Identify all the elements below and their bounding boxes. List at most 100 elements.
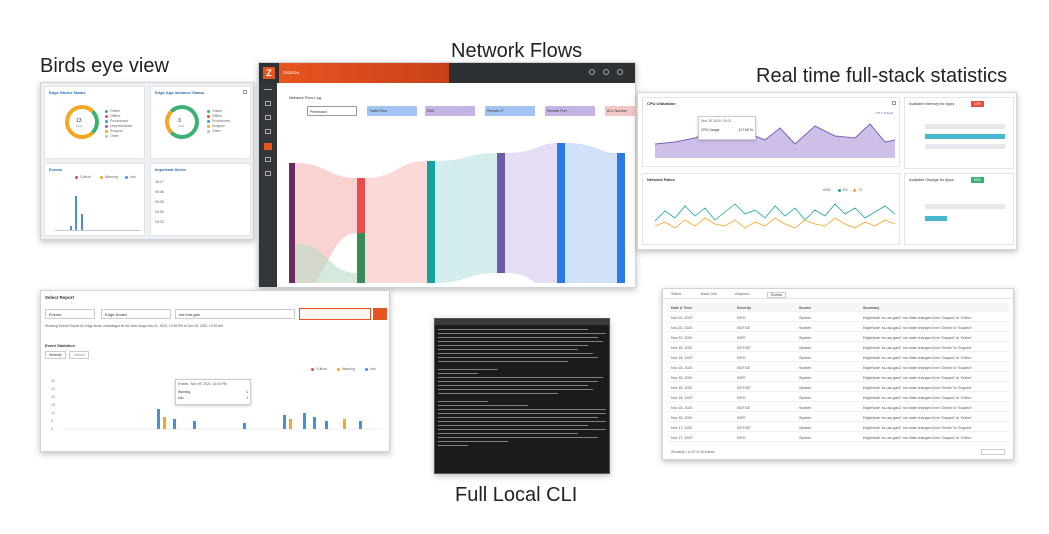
chip-permission[interactable]: Permission	[307, 106, 357, 116]
legend-label: Critical	[80, 175, 91, 179]
chip-acl-number[interactable]: ACL Number	[605, 106, 635, 116]
tab-status[interactable]: Status	[671, 292, 682, 296]
nav-flows-icon[interactable]	[264, 143, 272, 150]
dot-icon	[337, 367, 340, 371]
important-alerts-card[interactable]: Important Alerts 18:17 00:36 00:35 03:00…	[150, 163, 251, 236]
legend-label: Suspect	[110, 129, 123, 133]
cpu-area-chart	[655, 123, 895, 158]
tab-basic-info[interactable]: Basic Info	[701, 292, 717, 296]
legend-provisioned: Provisioned	[207, 119, 230, 123]
legend-label: Warning	[342, 367, 355, 371]
column-header-summary[interactable]: Summary	[863, 306, 880, 310]
zededa-logo-icon[interactable]: Z	[263, 67, 275, 79]
alert-row[interactable]: 00:35	[155, 200, 164, 204]
table-header: Date & Time Severity Source Summary	[667, 303, 1009, 312]
report-type-select[interactable]: Events	[45, 309, 95, 319]
nav-nodes-icon[interactable]	[265, 115, 271, 120]
column-header-source[interactable]: Source	[799, 306, 812, 310]
pagination[interactable]	[981, 449, 1005, 455]
nav-home-icon[interactable]	[265, 101, 271, 106]
available-storage-card[interactable]: Available Storage for Apps 69%	[904, 173, 1014, 245]
memory-bar	[925, 144, 1005, 149]
help-icon[interactable]	[589, 69, 595, 75]
row-source: System	[799, 346, 811, 350]
nav-storage-icon[interactable]	[265, 171, 271, 176]
sankey-link	[295, 243, 357, 283]
nav-reports-icon[interactable]	[265, 157, 271, 162]
row-severity: INFO	[737, 356, 746, 360]
tab-severity[interactable]: Severity	[45, 351, 66, 359]
chip-label: Remote Port	[547, 109, 567, 113]
sankey-node-inbound	[289, 163, 295, 283]
row-source: System	[799, 316, 811, 320]
terminal-line	[438, 373, 478, 374]
row-source: System	[799, 366, 811, 370]
terminal-line	[438, 377, 603, 378]
events-card[interactable]: Events Critical Warning Info	[44, 163, 145, 236]
cpu-utilization-card[interactable]: CPU Utilization CPU USAGE Nov 30 2020, 0…	[642, 97, 900, 167]
select-value: Edge Nodes	[105, 312, 128, 317]
legend-warning: Warning	[100, 175, 118, 179]
terminal-line	[438, 433, 578, 434]
edge-nodes-status-card[interactable]: Edge Nodes Status 13 Total Online Offlin…	[44, 86, 145, 159]
local-cli-terminal[interactable]	[434, 318, 610, 474]
object-search-input[interactable]: intr.entr.gan	[175, 309, 295, 319]
brand-name: ZEDEDA	[283, 70, 300, 75]
column-header-severity[interactable]: Severity	[737, 306, 751, 310]
tooltip-label: Warning	[178, 390, 191, 394]
column-header-date[interactable]: Date & Time	[671, 306, 692, 310]
row-source: System	[799, 436, 811, 440]
available-memory-card[interactable]: Available Memory for Apps 13%	[904, 97, 1014, 169]
legend-rx: RX	[838, 188, 848, 192]
sankey-link	[565, 143, 617, 283]
object-type-select[interactable]: Edge Nodes	[101, 309, 171, 319]
alert-row[interactable]: 00:36	[155, 190, 164, 194]
alert-row[interactable]: 18:17	[155, 180, 164, 184]
run-report-button[interactable]	[373, 308, 387, 320]
user-icon[interactable]	[617, 69, 623, 75]
tab-events[interactable]: Events	[767, 292, 786, 298]
tab-objects[interactable]: Objects	[69, 351, 89, 359]
tab-bar: Status Basic Info Adapters Events	[663, 289, 1013, 299]
alert-row[interactable]: 23:23	[155, 220, 164, 224]
nav-apps-icon[interactable]	[265, 129, 271, 134]
expand-icon[interactable]	[243, 90, 247, 94]
chart-bar	[243, 423, 246, 429]
row-severity: INFO	[737, 336, 746, 340]
expand-icon[interactable]	[892, 101, 896, 105]
legend-provisioned: Provisioned	[105, 119, 128, 123]
time-range-picker[interactable]	[299, 308, 371, 320]
chip-traffic-flow[interactable]: Traffic Flow	[367, 106, 417, 116]
nav-menu-icon[interactable]	[264, 89, 272, 90]
memory-title: Available Memory for Apps	[909, 102, 955, 106]
card-title: Edge App Instance Status	[155, 90, 205, 95]
network-rates-card[interactable]: Network Rates ASM RX TX	[642, 173, 900, 245]
chip-remote-ip[interactable]: Remote IP	[485, 106, 535, 116]
row-severity: INFO	[737, 316, 746, 320]
tab-adapters[interactable]: Adapters	[735, 292, 750, 296]
legend-info: Info	[125, 175, 136, 179]
settings-icon[interactable]	[603, 69, 609, 75]
chip-dns[interactable]: DNS	[425, 106, 475, 116]
dot-icon	[853, 188, 856, 192]
terminal-line	[438, 329, 588, 330]
alert-row[interactable]: 03:00	[155, 210, 164, 214]
row-summary: EdgeNode 'ss-uss.gan2' run state changed…	[863, 436, 972, 440]
chip-remote-port[interactable]: Remote Port	[545, 106, 595, 116]
row-date: Nov 17, 2020	[671, 426, 693, 430]
app-instance-status-card[interactable]: Edge App Instance Status 3 Total Online …	[150, 86, 251, 159]
